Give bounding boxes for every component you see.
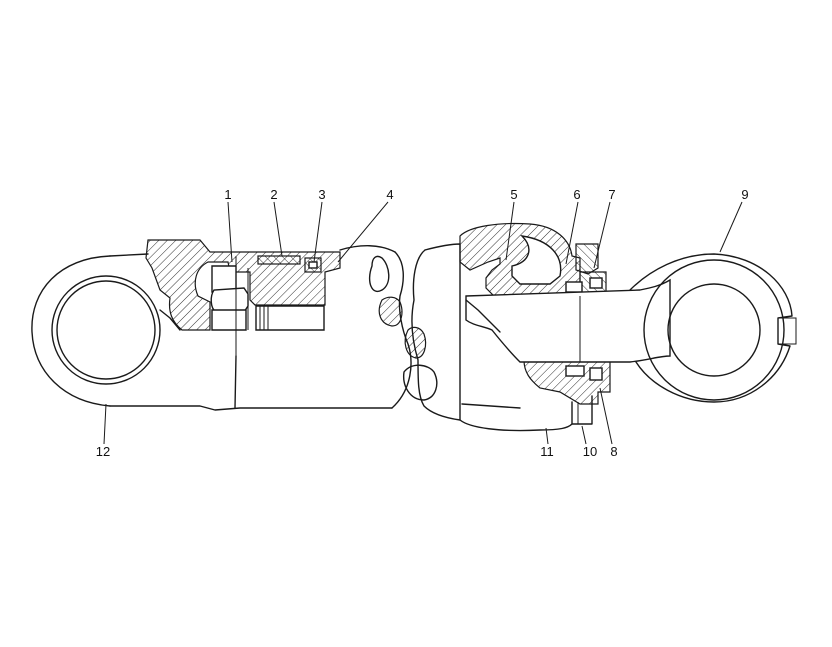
leader-4	[337, 201, 389, 263]
base-eye-ring	[51, 275, 161, 385]
leader-11	[545, 427, 549, 445]
leader-2	[273, 201, 283, 257]
callout-6: 6	[573, 187, 580, 202]
callout-11: 11	[540, 444, 554, 459]
leader-lines	[103, 201, 743, 445]
leader-8	[599, 387, 613, 445]
callout-7: 7	[608, 187, 615, 202]
callout-8: 8	[610, 444, 617, 459]
callout-12: 12	[96, 444, 110, 459]
leader-5	[505, 201, 515, 261]
seal-2	[257, 255, 301, 265]
seal-7	[589, 277, 603, 289]
base-eye-bore	[56, 280, 156, 380]
callout-4: 4	[386, 187, 393, 202]
callout-2: 2	[270, 187, 277, 202]
tube-bottom-line	[109, 405, 393, 411]
callout-3: 3	[318, 187, 325, 202]
tube-top-edge	[339, 245, 396, 253]
rod-eye-bore	[667, 283, 761, 377]
leader-6	[565, 201, 579, 265]
tube-top-line	[109, 253, 149, 257]
leader-12	[103, 403, 107, 445]
leader-7	[593, 201, 611, 269]
callout-labels: 1 2 3 4 5 6 7 8 9 10 11 12	[96, 187, 749, 459]
gland-section	[459, 222, 581, 297]
callout-1: 1	[224, 187, 231, 202]
seal-6	[565, 281, 583, 293]
callout-5: 5	[510, 187, 517, 202]
cylinder-base-assembly	[31, 239, 438, 411]
leader-10	[581, 425, 587, 445]
leader-9	[719, 201, 743, 253]
rod-eye-ring	[643, 259, 785, 401]
bolt-10	[571, 395, 593, 425]
leader-1	[227, 201, 233, 263]
callout-10: 10	[583, 444, 597, 459]
base-eye-outer	[31, 255, 111, 407]
leader-3	[313, 201, 323, 263]
head-outer	[424, 243, 573, 432]
callout-9: 9	[741, 187, 748, 202]
rod-eye-outer	[629, 253, 793, 403]
rod-end-assembly	[411, 222, 797, 432]
